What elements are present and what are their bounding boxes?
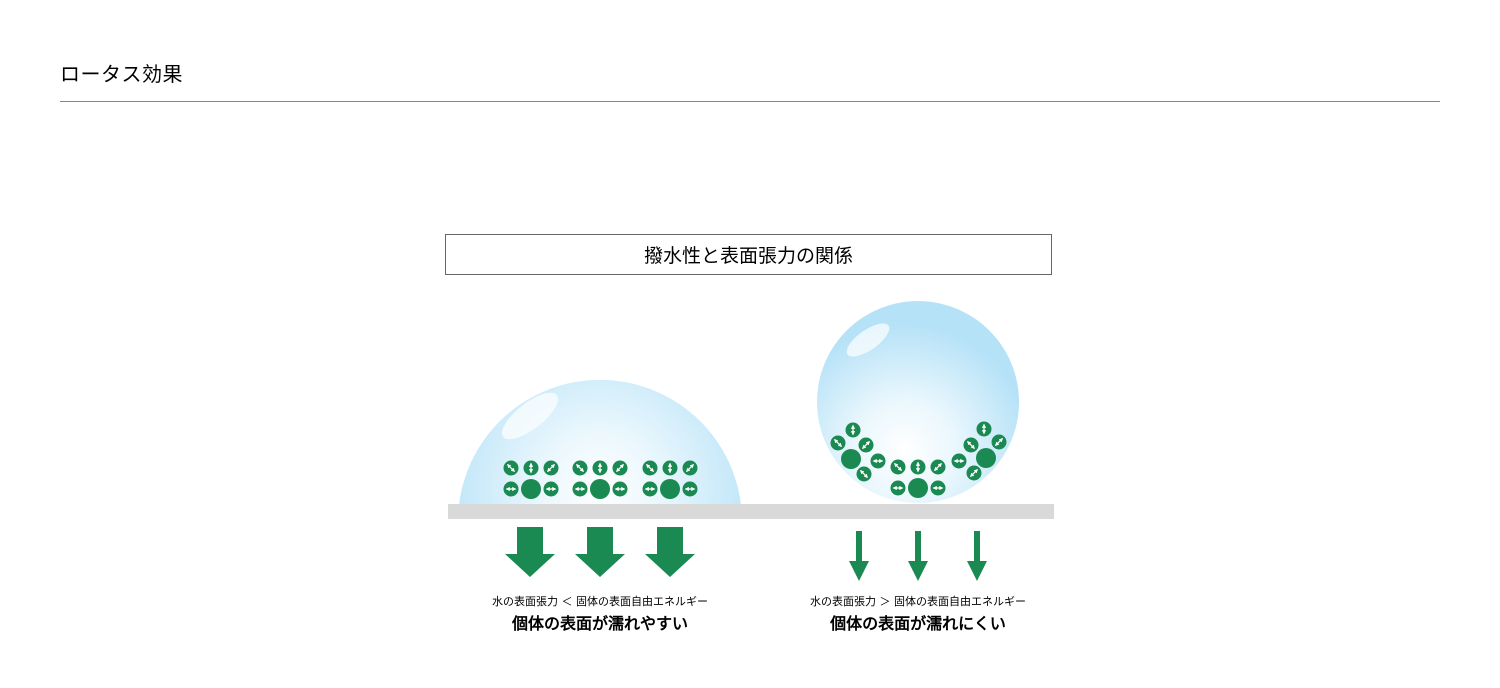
arrow-down-icon	[849, 531, 869, 581]
droplet-highlight-left	[502, 392, 558, 440]
page-title: ロータス効果	[60, 62, 183, 86]
relation-text-left: 水の表面張力 ＜ 固体の表面自由エネルギー	[492, 595, 708, 608]
result-text-right: 個体の表面が濡れにくい	[830, 614, 1006, 633]
arrow-down-icon	[967, 531, 987, 581]
caption-left: 水の表面張力 ＜ 固体の表面自由エネルギー 個体の表面が濡れやすい	[440, 595, 760, 635]
arrow-down-icon	[575, 527, 625, 577]
diagram-title: 撥水性と表面張力の関係	[643, 245, 853, 267]
relation-text-right: 水の表面張力 ＞ 固体の表面自由エネルギー	[810, 595, 1026, 608]
caption-right: 水の表面張力 ＞ 固体の表面自由エネルギー 個体の表面が濡れにくい	[758, 595, 1078, 635]
droplet-highlight-right	[846, 323, 890, 357]
diagram-title-box: 撥水性と表面張力の関係	[445, 234, 1052, 275]
arrow-down-icon	[645, 527, 695, 577]
arrow-down-icon	[908, 531, 928, 581]
solid-surface	[448, 504, 1054, 519]
molecule-icon	[831, 423, 886, 482]
title-divider	[60, 101, 1440, 102]
result-text-left: 個体の表面が濡れやすい	[511, 614, 688, 633]
arrow-down-icon	[505, 527, 555, 577]
molecule-icon	[952, 422, 1007, 481]
